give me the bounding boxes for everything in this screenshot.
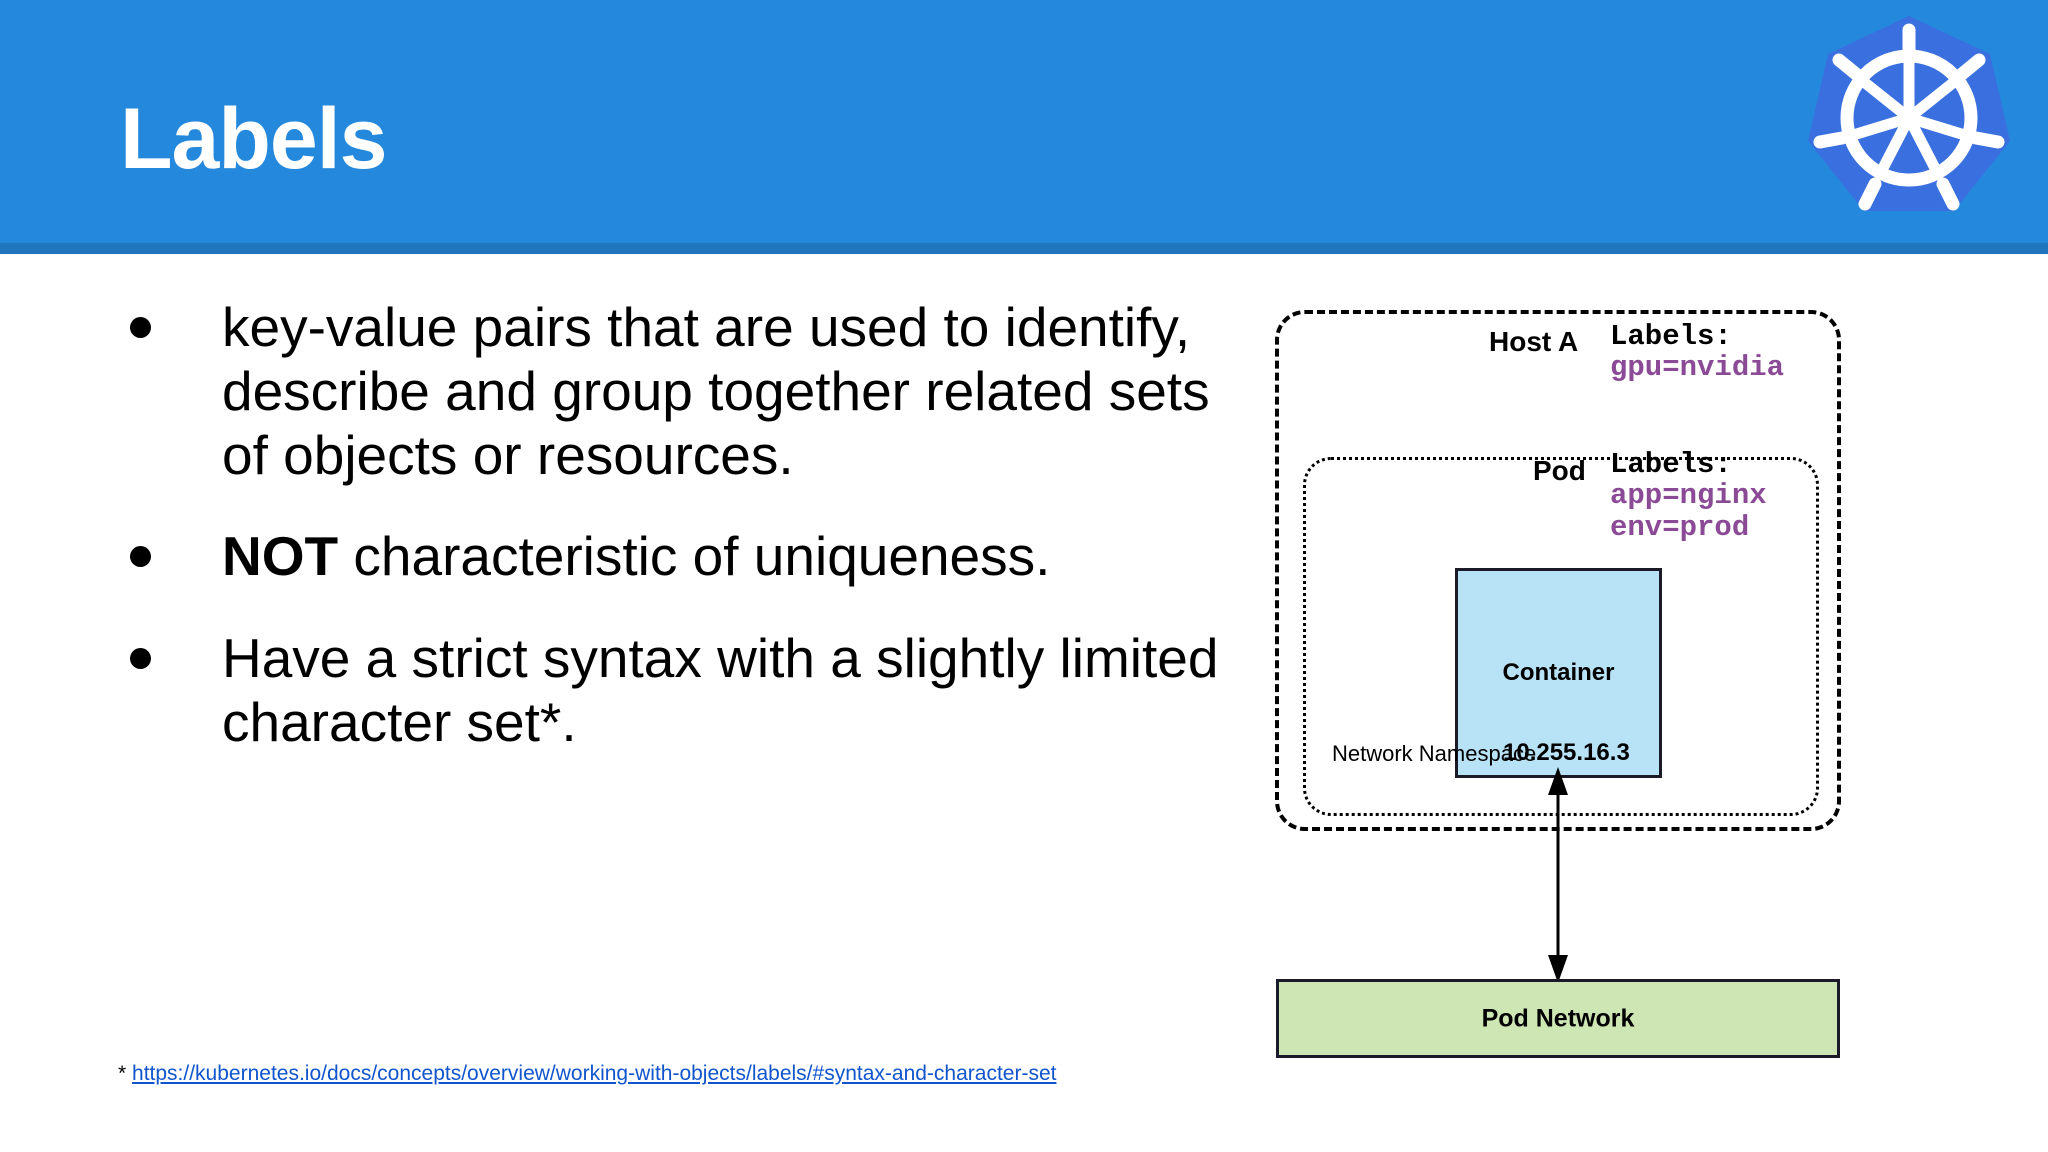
kubernetes-logo	[1796, 10, 2022, 236]
pod-label: Pod	[1533, 455, 1586, 486]
bullet-text-syntax: Have a strict syntax with a slightly lim…	[222, 627, 1219, 753]
list-item: key-value pairs that are used to identif…	[118, 296, 1258, 487]
host-label: Host A	[1489, 326, 1579, 357]
host-labels-title: Labels:	[1610, 320, 1732, 353]
pod-network-box: Pod Network	[1276, 979, 1840, 1058]
bullet-list: key-value pairs that are used to identif…	[118, 296, 1258, 793]
bullet-dot-icon	[130, 317, 151, 338]
list-item: Have a strict syntax with a slightly lim…	[118, 627, 1258, 755]
pod-network-label: Pod Network	[1481, 1004, 1635, 1032]
pod-labels-value: app=nginx env=prod	[1610, 479, 1767, 544]
list-item: NOT characteristic of uniqueness.	[118, 525, 1258, 589]
container-box: Container	[1455, 568, 1662, 778]
container-label: Container	[1502, 659, 1615, 686]
bullet-emphasis-not: NOT	[222, 525, 339, 588]
footnote-link[interactable]: https://kubernetes.io/docs/concepts/over…	[132, 1062, 1057, 1085]
network-namespace-label: Network Namespace	[1332, 741, 1537, 766]
bullet-dot-icon	[130, 648, 151, 670]
header-bottom-rule	[0, 243, 2048, 254]
page-title: Labels	[120, 91, 387, 187]
bullet-text-not-unique: NOT characteristic of uniqueness.	[222, 525, 1258, 589]
slide-header	[0, 0, 2048, 243]
network-namespace-ip: 10.255.16.3	[1503, 739, 1630, 766]
footnote: * https://kubernetes.io/docs/concepts/ov…	[118, 1062, 1056, 1086]
host-labels-value: gpu=nvidia	[1610, 351, 1785, 384]
footnote-marker: *	[118, 1062, 127, 1085]
pod-labels-title: Labels:	[1610, 448, 1732, 481]
bullet-text-key-value: key-value pairs that are used to identif…	[222, 296, 1210, 486]
bullet-dot-icon	[130, 546, 151, 568]
bidirectional-arrow-icon	[1520, 765, 1600, 985]
bullet-text-remainder: characteristic of uniqueness.	[338, 525, 1051, 588]
pod-boundary-box	[1303, 457, 1819, 816]
